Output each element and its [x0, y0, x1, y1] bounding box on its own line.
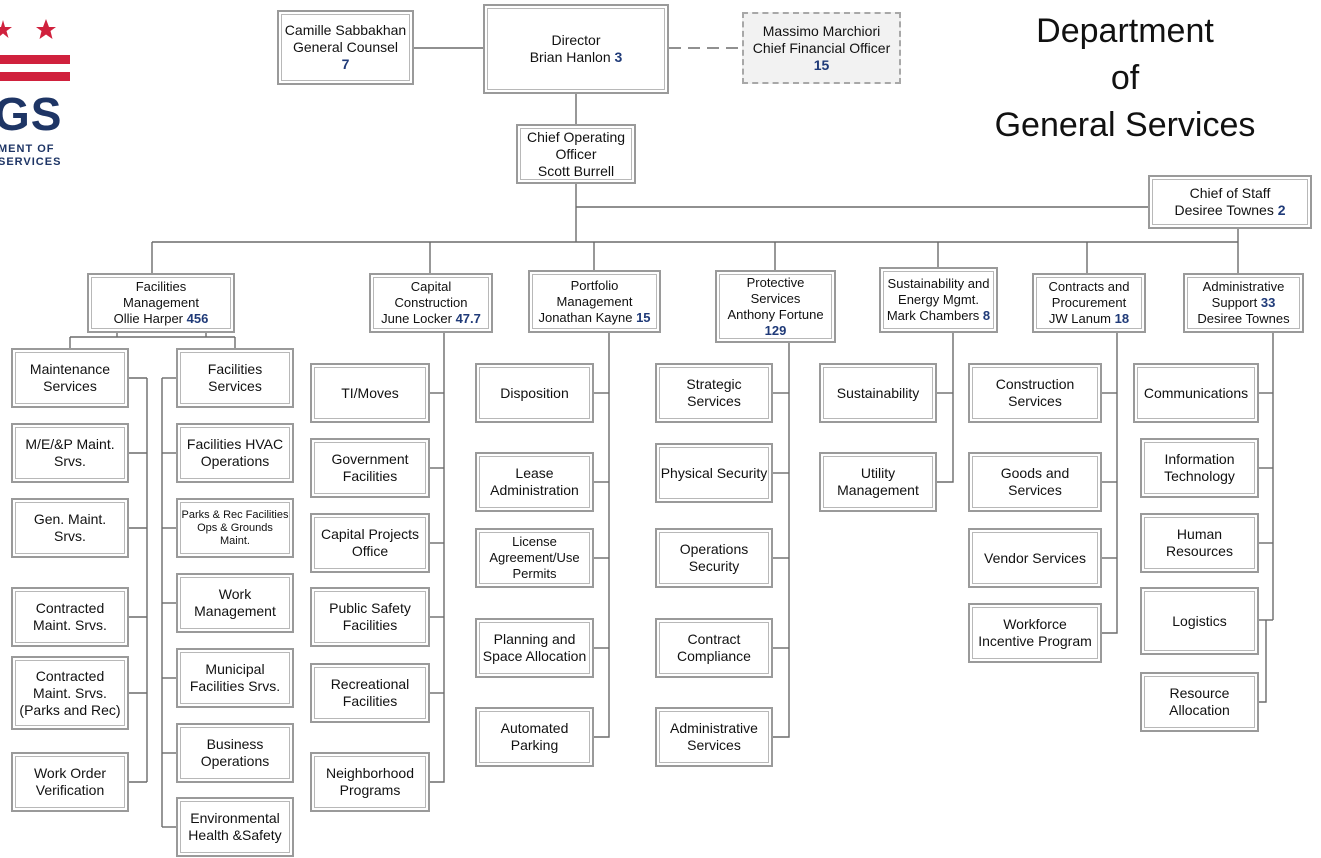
logo-line1: MENT OF — [0, 143, 55, 155]
unit-gen-maint[interactable]: Gen. Maint.Srvs. — [11, 498, 129, 558]
logo-line2: SERVICES — [0, 156, 62, 168]
administrative-support-box[interactable]: Administrative Support 33 Desiree Townes — [1183, 273, 1304, 333]
sustainability-energy-box[interactable]: Sustainability and Energy Mgmt. Mark Cha… — [879, 267, 998, 333]
unit-mep-maint[interactable]: M/E/&P Maint.Srvs. — [11, 423, 129, 483]
general-counsel-box[interactable]: Camille Sabbakhan General Counsel 7 — [277, 10, 414, 85]
cfo-box[interactable]: Massimo Marchiori Chief Financial Office… — [742, 12, 901, 84]
portfolio-management-box[interactable]: Portfolio Management Jonathan Kayne 15 — [528, 270, 661, 333]
unit-vendor-services[interactable]: Vendor Services — [968, 528, 1102, 588]
page-title: Department of General Services — [994, 12, 1256, 144]
unit-ti-moves[interactable]: TI/Moves — [310, 363, 430, 423]
unit-sustainability[interactable]: Sustainability — [819, 363, 937, 423]
unit-physical-security[interactable]: Physical Security — [655, 443, 773, 503]
logo-letters: GS — [0, 88, 63, 140]
dgs-logo: GS MENT OF SERVICES — [0, 15, 80, 175]
chief-of-staff-box[interactable]: Chief of Staff Desiree Townes 2 — [1148, 175, 1312, 229]
unit-communications[interactable]: Communications — [1133, 363, 1259, 423]
coo-box[interactable]: Chief Operating Officer Scott Burrell — [516, 124, 636, 184]
contracts-procurement-box[interactable]: Contracts and Procurement JW Lanum 18 — [1032, 273, 1146, 333]
unit-logistics[interactable]: Logistics — [1140, 587, 1259, 655]
capital-construction-box[interactable]: Capital Construction June Locker 47.7 — [369, 273, 493, 333]
protective-services-box[interactable]: Protective Services Anthony Fortune 129 — [715, 270, 836, 343]
unit-disposition[interactable]: Disposition — [475, 363, 594, 423]
director-box[interactable]: Director Brian Hanlon 3 — [483, 4, 669, 94]
facilities-management-box[interactable]: Facilities Management Ollie Harper 456 — [87, 273, 235, 333]
